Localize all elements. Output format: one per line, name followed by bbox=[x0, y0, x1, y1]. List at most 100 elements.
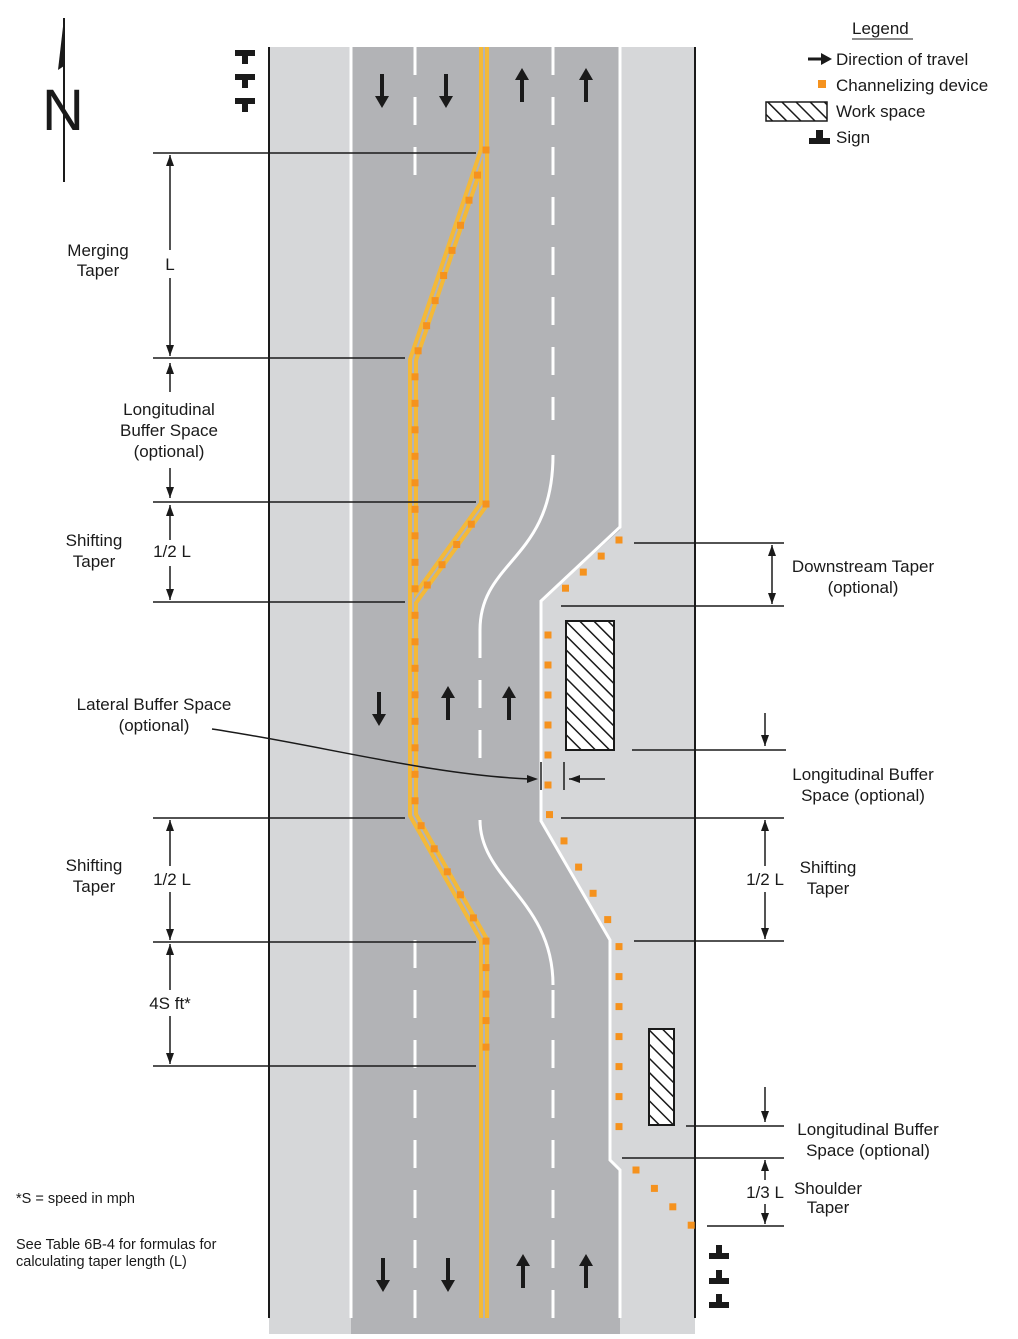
channelizing-device bbox=[615, 1063, 623, 1071]
left-shoulder bbox=[269, 47, 351, 1334]
label-shifting-taper-1b: Taper bbox=[73, 552, 116, 571]
channelizing-device bbox=[457, 221, 464, 229]
label-merging-taper-1: Merging bbox=[67, 241, 128, 260]
channelizing-device bbox=[615, 1003, 623, 1011]
channelizing-device bbox=[467, 520, 475, 528]
channelizing-device bbox=[469, 914, 477, 922]
label-shifting-taper-1a: Shifting bbox=[66, 531, 123, 550]
north-arrow-icon: N bbox=[42, 18, 84, 182]
sign-icon bbox=[709, 1294, 729, 1308]
channelizing-device bbox=[482, 500, 490, 508]
channelizing-device bbox=[615, 1093, 623, 1101]
label-shifting-taper-3a: Shifting bbox=[800, 858, 857, 877]
legend-label-3: Sign bbox=[836, 128, 870, 147]
channelizing-device bbox=[615, 1033, 623, 1041]
arrow-up-icon bbox=[441, 686, 455, 720]
arrow-down-icon bbox=[376, 1258, 390, 1292]
legend-label-2: Work space bbox=[836, 102, 925, 121]
legend: Legend Direction of travel Channelizing … bbox=[765, 19, 988, 147]
channelizing-device bbox=[411, 744, 419, 752]
channelizing-device bbox=[604, 916, 612, 924]
channelizing-device bbox=[411, 770, 419, 778]
channelizing-device bbox=[438, 561, 446, 569]
channelizing-device bbox=[443, 868, 451, 876]
label-4S: 4S ft* bbox=[149, 994, 191, 1013]
label-half-L-2: 1/2 L bbox=[153, 870, 191, 889]
arrow-down-icon bbox=[441, 1258, 455, 1292]
channelizing-device bbox=[482, 964, 490, 972]
channelizing-device bbox=[465, 196, 473, 204]
label-lateral-buffer-2: (optional) bbox=[119, 716, 190, 735]
sign-icon bbox=[235, 50, 255, 64]
channelizing-device bbox=[411, 611, 419, 619]
channelizing-device bbox=[544, 631, 552, 639]
sign-icon bbox=[235, 98, 255, 112]
arrow-down-icon bbox=[375, 74, 389, 108]
sign-icon bbox=[709, 1270, 729, 1284]
legend-title: Legend bbox=[852, 19, 909, 38]
channelizing-device bbox=[411, 505, 419, 513]
channelizing-device bbox=[430, 845, 438, 853]
left-labels: Merging Taper L Longitudinal Buffer Spac… bbox=[66, 241, 232, 1013]
label-L: L bbox=[165, 255, 174, 274]
label-long-buffer-1: Longitudinal bbox=[123, 400, 215, 419]
arrow-down-icon bbox=[372, 692, 386, 726]
label-merging-taper-2: Taper bbox=[77, 261, 120, 280]
channelizing-device bbox=[579, 568, 587, 576]
channelizing-device bbox=[474, 171, 481, 179]
channelizing-device bbox=[615, 943, 623, 951]
channelizing-device bbox=[411, 452, 419, 460]
label-lateral-buffer-1: Lateral Buffer Space bbox=[77, 695, 232, 714]
footnotes: *S = speed in mph See Table 6B-4 for for… bbox=[16, 1191, 217, 1270]
channelizing-device bbox=[544, 781, 552, 789]
signs bbox=[235, 50, 729, 1308]
label-shifting-taper-2b: Taper bbox=[73, 877, 116, 896]
channelizing-device bbox=[687, 1221, 695, 1229]
channelizing-device bbox=[575, 863, 583, 871]
see-table-1: See Table 6B-4 for formulas for bbox=[16, 1237, 217, 1253]
channelizing-device bbox=[669, 1203, 677, 1211]
channelizing-device bbox=[597, 552, 605, 560]
channelizing-device bbox=[544, 661, 552, 669]
work-space-1 bbox=[565, 620, 615, 751]
channelizing-device bbox=[411, 426, 419, 434]
label-long-buffer-r1a: Longitudinal Buffer bbox=[792, 765, 934, 784]
dimension-lines bbox=[153, 152, 786, 1227]
channelizing-device bbox=[411, 638, 419, 646]
arrow-right-icon bbox=[808, 53, 832, 65]
arrow-up-icon bbox=[516, 1254, 530, 1288]
channelizing-device bbox=[411, 558, 419, 566]
channelizing-device bbox=[482, 1043, 490, 1051]
channelizing-device bbox=[560, 837, 568, 845]
label-third-L: 1/3 L bbox=[746, 1183, 784, 1202]
channelizing-device bbox=[546, 811, 553, 819]
right-labels: Downstream Taper (optional) Longitudinal… bbox=[746, 557, 939, 1217]
direction-arrows bbox=[372, 68, 593, 1292]
north-label: N bbox=[42, 78, 84, 143]
channelizing-device bbox=[615, 973, 623, 981]
label-long-buffer-3: (optional) bbox=[134, 442, 205, 461]
channelizing-device bbox=[615, 1123, 623, 1131]
channelizing-device bbox=[411, 479, 419, 487]
footnote-speed: *S = speed in mph bbox=[16, 1191, 135, 1207]
sign-icon bbox=[809, 130, 830, 144]
channelizing-device bbox=[562, 584, 569, 592]
label-shoulder-taper-1: Shoulder bbox=[794, 1179, 862, 1198]
label-long-buffer-r2b: Space (optional) bbox=[806, 1141, 930, 1160]
arrow-up-icon bbox=[515, 68, 529, 102]
channelizing-device bbox=[423, 581, 431, 589]
label-long-buffer-r2a: Longitudinal Buffer bbox=[797, 1120, 939, 1139]
channelizing-device bbox=[411, 664, 419, 672]
channelizing-device bbox=[411, 717, 419, 725]
channelizing-device bbox=[456, 891, 464, 899]
legend-label-1: Channelizing device bbox=[836, 76, 988, 95]
channelizing-device bbox=[417, 822, 425, 830]
dimension-arrowheads bbox=[166, 155, 776, 1224]
channelizing-device bbox=[482, 990, 490, 998]
channelizing-device bbox=[650, 1184, 658, 1192]
label-long-buffer-r1b: Space (optional) bbox=[801, 786, 925, 805]
shift-lane-lines bbox=[478, 454, 555, 986]
channelizing-device bbox=[632, 1166, 640, 1174]
